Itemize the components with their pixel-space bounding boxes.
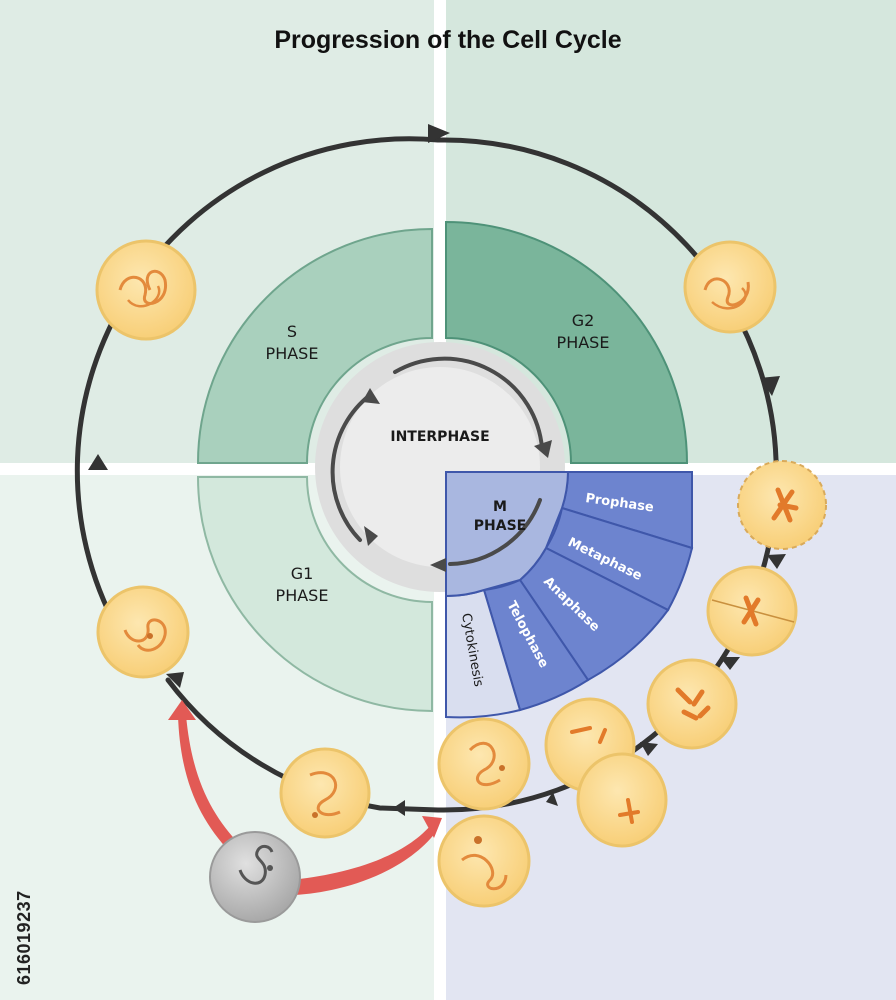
interphase-cycle-arrow: [330, 356, 544, 566]
cell-g2-phase: [683, 240, 777, 334]
cell-s-phase: [95, 239, 197, 341]
m-phase-label: M: [493, 499, 507, 515]
s-phase-segment: [196, 227, 433, 464]
cell-prophase: [737, 460, 827, 550]
cell-daughter-2: [437, 814, 531, 908]
interphase-arrowheads: [362, 388, 552, 572]
cell-anaphase: [646, 658, 738, 750]
cell-telophase: [544, 697, 668, 848]
cycle-arrowheads: [88, 124, 786, 816]
interphase-label: INTERPHASE: [390, 429, 489, 445]
diagram-title: Progression of the Cell Cycle: [274, 26, 622, 54]
g2-phase-segment: [445, 220, 689, 464]
m-phase-label-2: PHASE: [474, 518, 526, 534]
g1-phase-label-2: PHASE: [276, 586, 329, 605]
cell-metaphase: [706, 565, 798, 657]
g1-phase-label: G1: [291, 564, 314, 583]
cell-g0-phase: [209, 831, 301, 923]
s-phase-label-2: PHASE: [266, 344, 319, 363]
cell-early-g1: [279, 747, 371, 839]
g1-phase-segment: [196, 476, 433, 713]
cell-daughter-1: [437, 717, 531, 811]
g2-phase-label-2: PHASE: [557, 333, 610, 352]
m-phase-block: [445, 471, 694, 719]
cell-g1-phase: [96, 585, 190, 679]
s-phase-label: S: [287, 322, 297, 341]
stock-id-label: 616019237: [14, 890, 34, 985]
g2-phase-label: G2: [572, 311, 595, 330]
